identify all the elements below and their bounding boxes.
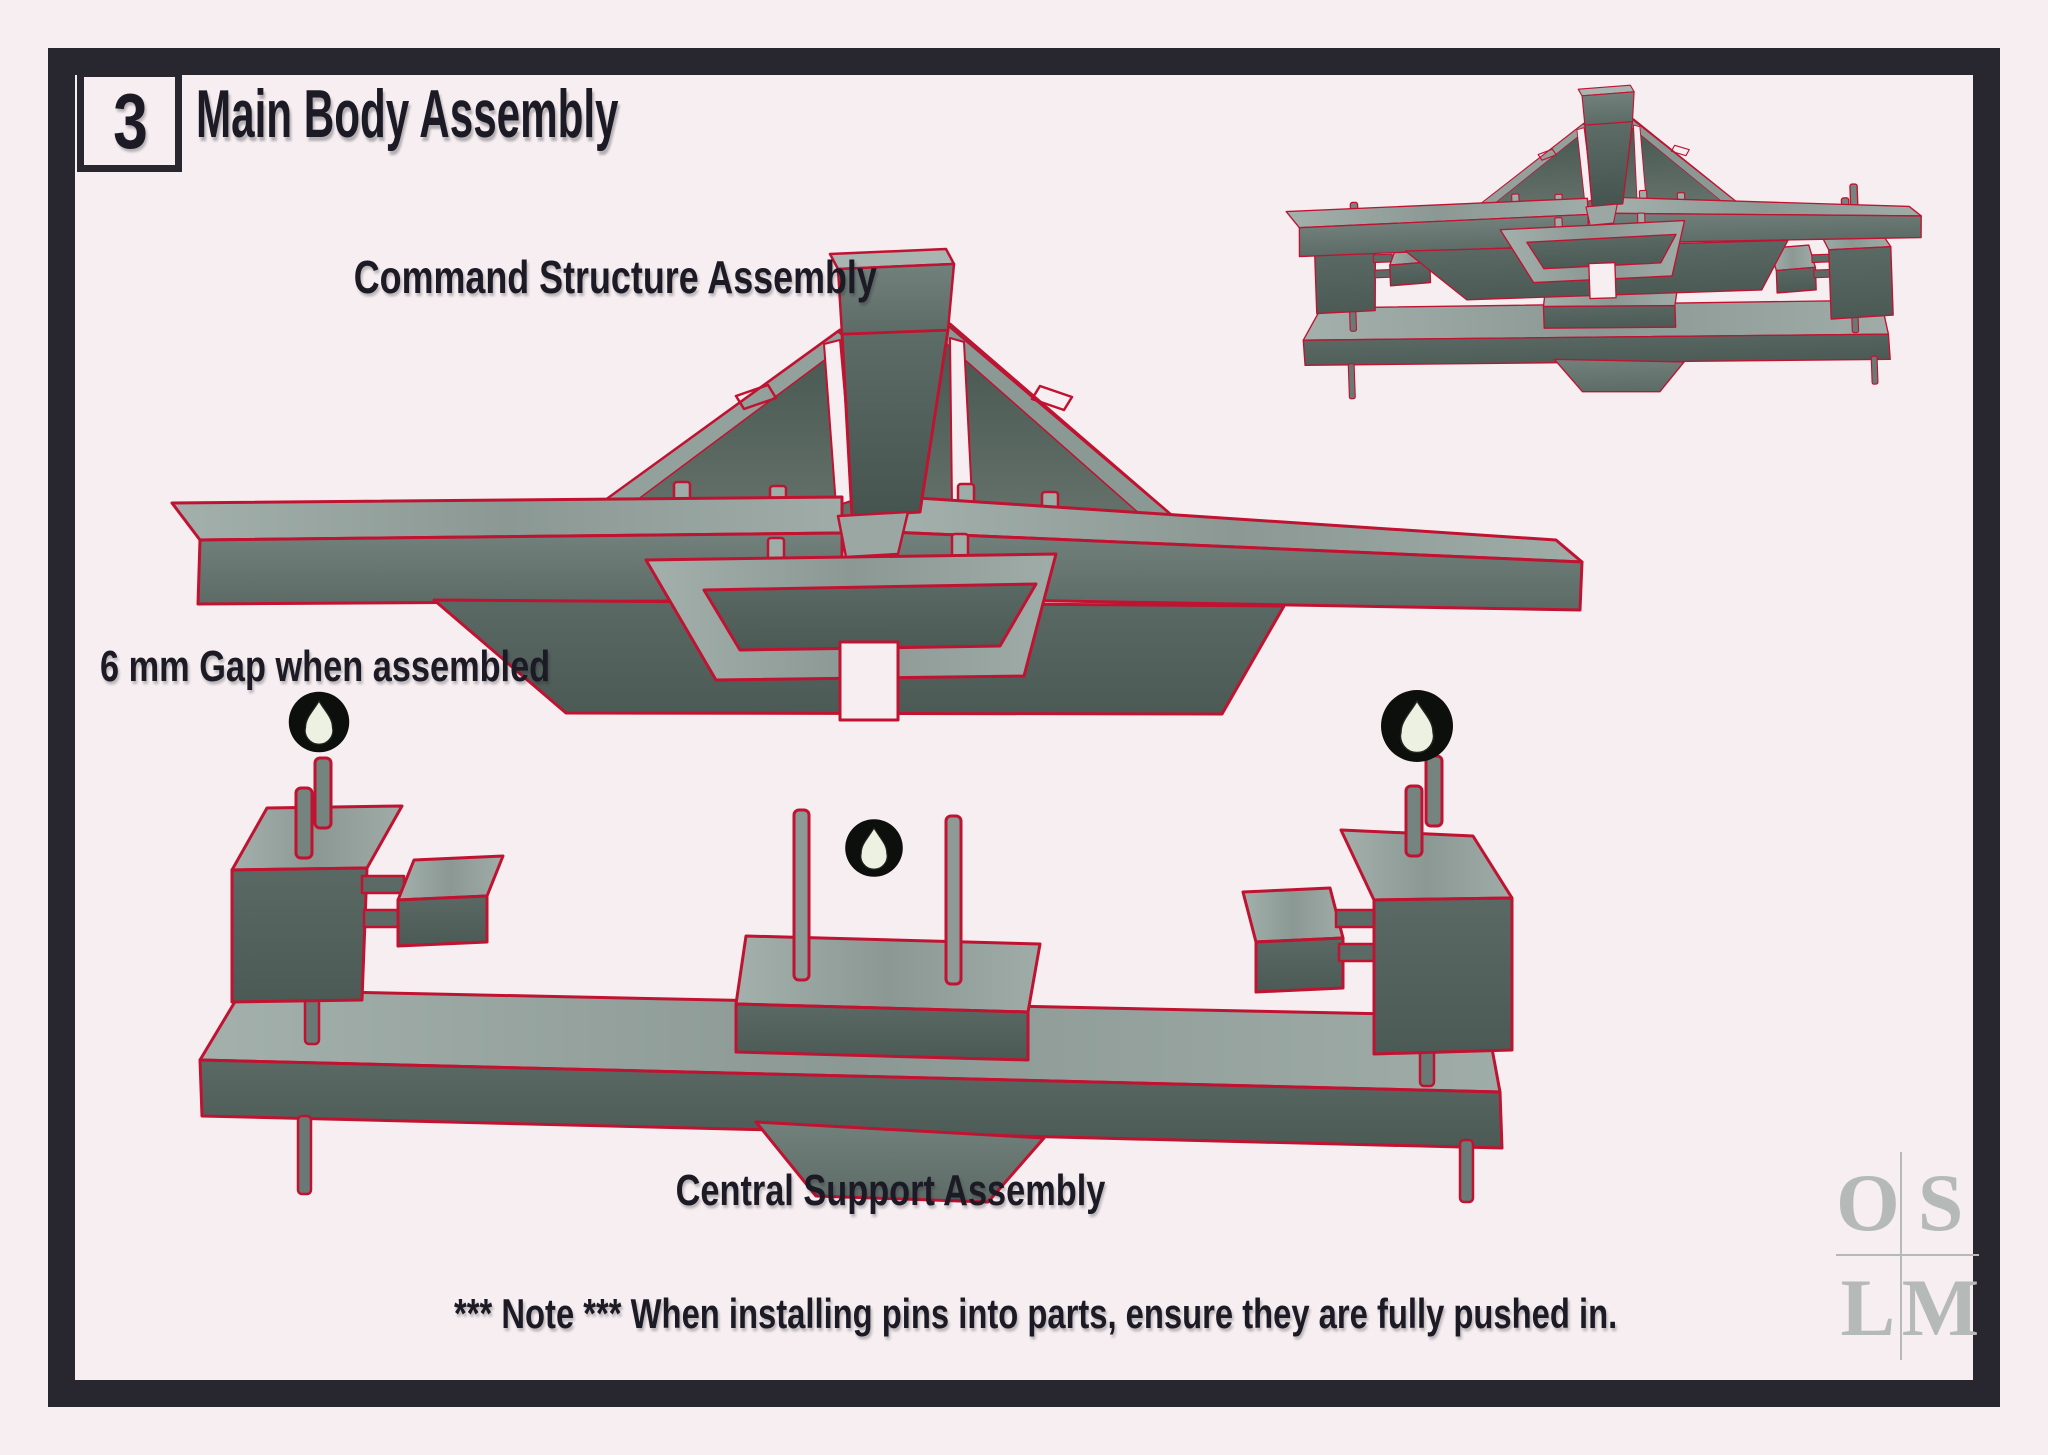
page-frame [48,48,2000,1407]
page-title: Main Body Assembly [196,76,619,152]
label-install-note: *** Note *** When installing pins into p… [454,1290,1618,1337]
label-gap-note: 6 mm Gap when assembled [100,642,551,691]
central-support-assembly [198,754,1514,1204]
logo-letter-s: S [1901,1152,1980,1256]
center-box-pin [944,814,963,986]
label-central-support: Central Support Assembly [675,1166,1105,1215]
label-command-structure: Command Structure Assembly [353,251,877,303]
logo-letter-l: L [1836,1256,1902,1360]
glue-drop-icon-left [288,691,350,753]
step-number: 3 [112,76,148,165]
glue-drop-icon-center [844,818,904,878]
combined-assembly-preview [1281,74,1925,405]
glue-drop-icon-right [1380,689,1454,763]
center-box-pin [792,808,811,982]
oslm-logo: O S L M [1836,1152,1980,1360]
logo-letter-o: O [1836,1152,1902,1256]
step-number-box: 3 [77,70,182,172]
logo-letter-m: M [1901,1262,1980,1353]
